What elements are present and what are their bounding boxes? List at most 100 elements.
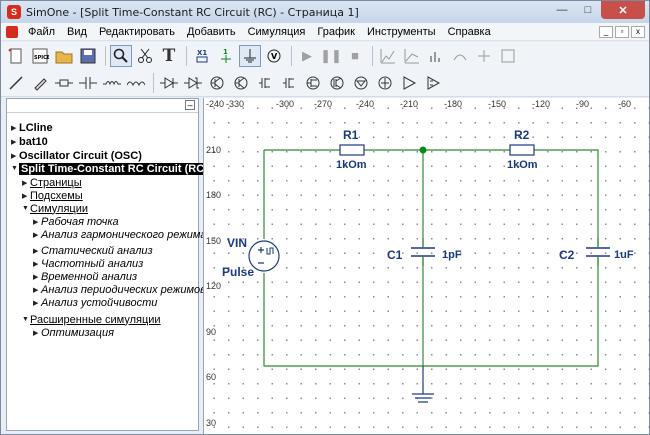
inductor-icon[interactable] bbox=[101, 72, 123, 94]
ruler-x-tick: -150 bbox=[488, 99, 507, 109]
probe-icon[interactable]: 1 bbox=[215, 45, 237, 67]
toolbar-separator bbox=[105, 45, 106, 66]
tree-item-optimization[interactable]: ▶ Оптимизация bbox=[33, 326, 114, 339]
maximize-button[interactable]: □ bbox=[584, 4, 592, 16]
tree-item-bat10[interactable]: ▶ bat10 bbox=[11, 135, 48, 148]
expand-arrow-icon[interactable]: ▶ bbox=[33, 329, 39, 337]
mdi-minimize-icon[interactable]: _ bbox=[599, 25, 613, 38]
collapse-arrow-icon[interactable]: ▼ bbox=[22, 205, 29, 212]
menu-chart[interactable]: График bbox=[317, 25, 355, 38]
ground-tool-icon[interactable] bbox=[239, 44, 261, 67]
wire-icon[interactable] bbox=[5, 72, 27, 94]
transformer-icon[interactable] bbox=[125, 72, 147, 94]
tree-item-periodic[interactable]: ▶ Анализ периодических режимов bbox=[33, 283, 206, 296]
voltage-icon[interactable]: V bbox=[263, 45, 285, 67]
tree-item-lcline[interactable]: ▶ LCline bbox=[11, 121, 53, 134]
ruler-y-tick: 90 bbox=[206, 327, 217, 337]
chart-icon[interactable] bbox=[377, 45, 399, 67]
tree-item-stability[interactable]: ▶ Анализ устойчивости bbox=[33, 296, 158, 309]
chart-fit-icon[interactable] bbox=[497, 45, 519, 67]
tree-item-static[interactable]: ▶ Статический анализ bbox=[33, 244, 153, 257]
text-icon[interactable]: T bbox=[162, 45, 176, 66]
expand-arrow-icon[interactable]: ▶ bbox=[33, 286, 39, 294]
menu-help[interactable]: Справка bbox=[447, 25, 491, 38]
capacitor-icon[interactable] bbox=[77, 72, 99, 94]
menu-simulation[interactable]: Симуляция bbox=[247, 25, 306, 38]
tree-item-advanced[interactable]: ▼ Расширенные симуляции bbox=[22, 313, 161, 326]
svg-text:X1: X1 bbox=[197, 49, 207, 57]
select-icon[interactable] bbox=[110, 44, 132, 67]
menu-view[interactable]: Вид bbox=[67, 25, 87, 38]
jfet-icon[interactable] bbox=[302, 72, 324, 94]
thyristor-icon[interactable] bbox=[350, 72, 372, 94]
pause-icon[interactable]: ❚❚ bbox=[320, 47, 342, 63]
mosfet-n-icon[interactable] bbox=[254, 72, 276, 94]
ruler-x-tick: -240 bbox=[356, 99, 375, 109]
mosfet-p-icon[interactable] bbox=[278, 72, 300, 94]
schematic-canvas[interactable]: -240 -330 -300 -270 -240 -210 -180 -150 … bbox=[203, 98, 649, 434]
expand-arrow-icon[interactable]: ▶ bbox=[33, 247, 39, 255]
transistor-npn-icon[interactable] bbox=[206, 72, 228, 94]
transistor-pnp-icon[interactable] bbox=[230, 72, 252, 94]
diode-icon[interactable] bbox=[158, 72, 180, 94]
igbt-icon[interactable] bbox=[326, 72, 348, 94]
tree-item-pages[interactable]: ▶ Страницы bbox=[22, 176, 82, 189]
chart-trend-icon[interactable] bbox=[401, 45, 423, 67]
capacitor-c2 bbox=[586, 238, 610, 266]
tree-item-op-point[interactable]: ▶ Рабочая точка bbox=[33, 215, 119, 228]
mdi-close-icon[interactable]: x bbox=[631, 25, 645, 38]
minimize-button[interactable]: — bbox=[556, 4, 568, 16]
tree-item-harmonic[interactable]: ▶ Анализ гармонического режима bbox=[33, 228, 207, 241]
svg-text:1: 1 bbox=[223, 48, 228, 56]
menu-edit[interactable]: Редактировать bbox=[98, 25, 175, 38]
expand-arrow-icon[interactable]: ▶ bbox=[11, 124, 17, 132]
tree-item-subcircuits[interactable]: ▶ Подсхемы bbox=[22, 189, 83, 202]
pencil-icon[interactable] bbox=[29, 72, 51, 94]
run-icon[interactable]: ▶ bbox=[302, 47, 312, 63]
r1-value: 1kOm bbox=[336, 159, 367, 171]
triac-icon[interactable] bbox=[374, 72, 396, 94]
menu-tools[interactable]: Инструменты bbox=[366, 25, 436, 38]
x1-icon[interactable]: X1 bbox=[191, 45, 213, 67]
tree-item-frequency[interactable]: ▶ Частотный анализ bbox=[33, 257, 144, 270]
mdi-restore-icon[interactable]: ▫ bbox=[615, 25, 629, 38]
tree-item-simulations[interactable]: ▼ Симуляции bbox=[22, 202, 88, 215]
stop-icon[interactable]: ■ bbox=[351, 48, 359, 63]
ruler-x-tick: -210 bbox=[400, 99, 419, 109]
expand-arrow-icon[interactable]: ▶ bbox=[33, 231, 39, 239]
chart-bars-icon[interactable] bbox=[425, 45, 447, 67]
save-icon[interactable] bbox=[77, 45, 99, 67]
tree-item-osc[interactable]: ▶ Oscillator Circuit (OSC) bbox=[11, 149, 142, 162]
collapse-arrow-icon[interactable]: ▼ bbox=[11, 165, 18, 172]
cut-icon[interactable] bbox=[134, 45, 156, 67]
expand-arrow-icon[interactable]: ▶ bbox=[22, 192, 28, 200]
new-icon[interactable] bbox=[5, 45, 27, 67]
components-toolbar bbox=[1, 69, 649, 97]
collapse-icon[interactable]: – bbox=[185, 100, 195, 110]
expand-arrow-icon[interactable]: ▶ bbox=[33, 260, 39, 268]
expand-arrow-icon[interactable]: ▶ bbox=[33, 273, 39, 281]
opamp-icon[interactable] bbox=[398, 72, 420, 94]
ruler-y-tick: 120 bbox=[206, 281, 222, 291]
expand-arrow-icon[interactable]: ▶ bbox=[33, 299, 39, 307]
app-icon: S bbox=[7, 5, 21, 19]
expand-arrow-icon[interactable]: ▶ bbox=[11, 138, 17, 146]
close-button[interactable]: ✕ bbox=[601, 1, 645, 19]
menu-app-icon[interactable] bbox=[6, 25, 18, 38]
open-icon[interactable] bbox=[53, 45, 75, 67]
menu-add[interactable]: Добавить bbox=[186, 25, 236, 38]
expand-arrow-icon[interactable]: ▶ bbox=[22, 179, 28, 187]
expand-arrow-icon[interactable]: ▶ bbox=[11, 152, 17, 160]
spice-icon[interactable]: SPICE bbox=[29, 45, 51, 67]
chart-cursor-icon[interactable] bbox=[473, 45, 495, 67]
menu-file[interactable]: Файл bbox=[28, 25, 56, 38]
comparator-icon[interactable] bbox=[422, 72, 444, 94]
expand-arrow-icon[interactable]: ▶ bbox=[33, 218, 39, 226]
collapse-arrow-icon[interactable]: ▼ bbox=[22, 316, 29, 323]
tree-item-transient[interactable]: ▶ Временной анализ bbox=[33, 270, 138, 283]
project-tree: – ▶ LCline ▶ bat10 ▶ Oscillator Circuit … bbox=[6, 98, 210, 431]
chart-zoom-icon[interactable] bbox=[449, 45, 471, 67]
tree-item-rc[interactable]: ▼ Split Time-Constant RC Circuit (RC) bbox=[11, 162, 210, 175]
resistor-icon[interactable] bbox=[53, 72, 75, 94]
zener-icon[interactable] bbox=[182, 72, 204, 94]
